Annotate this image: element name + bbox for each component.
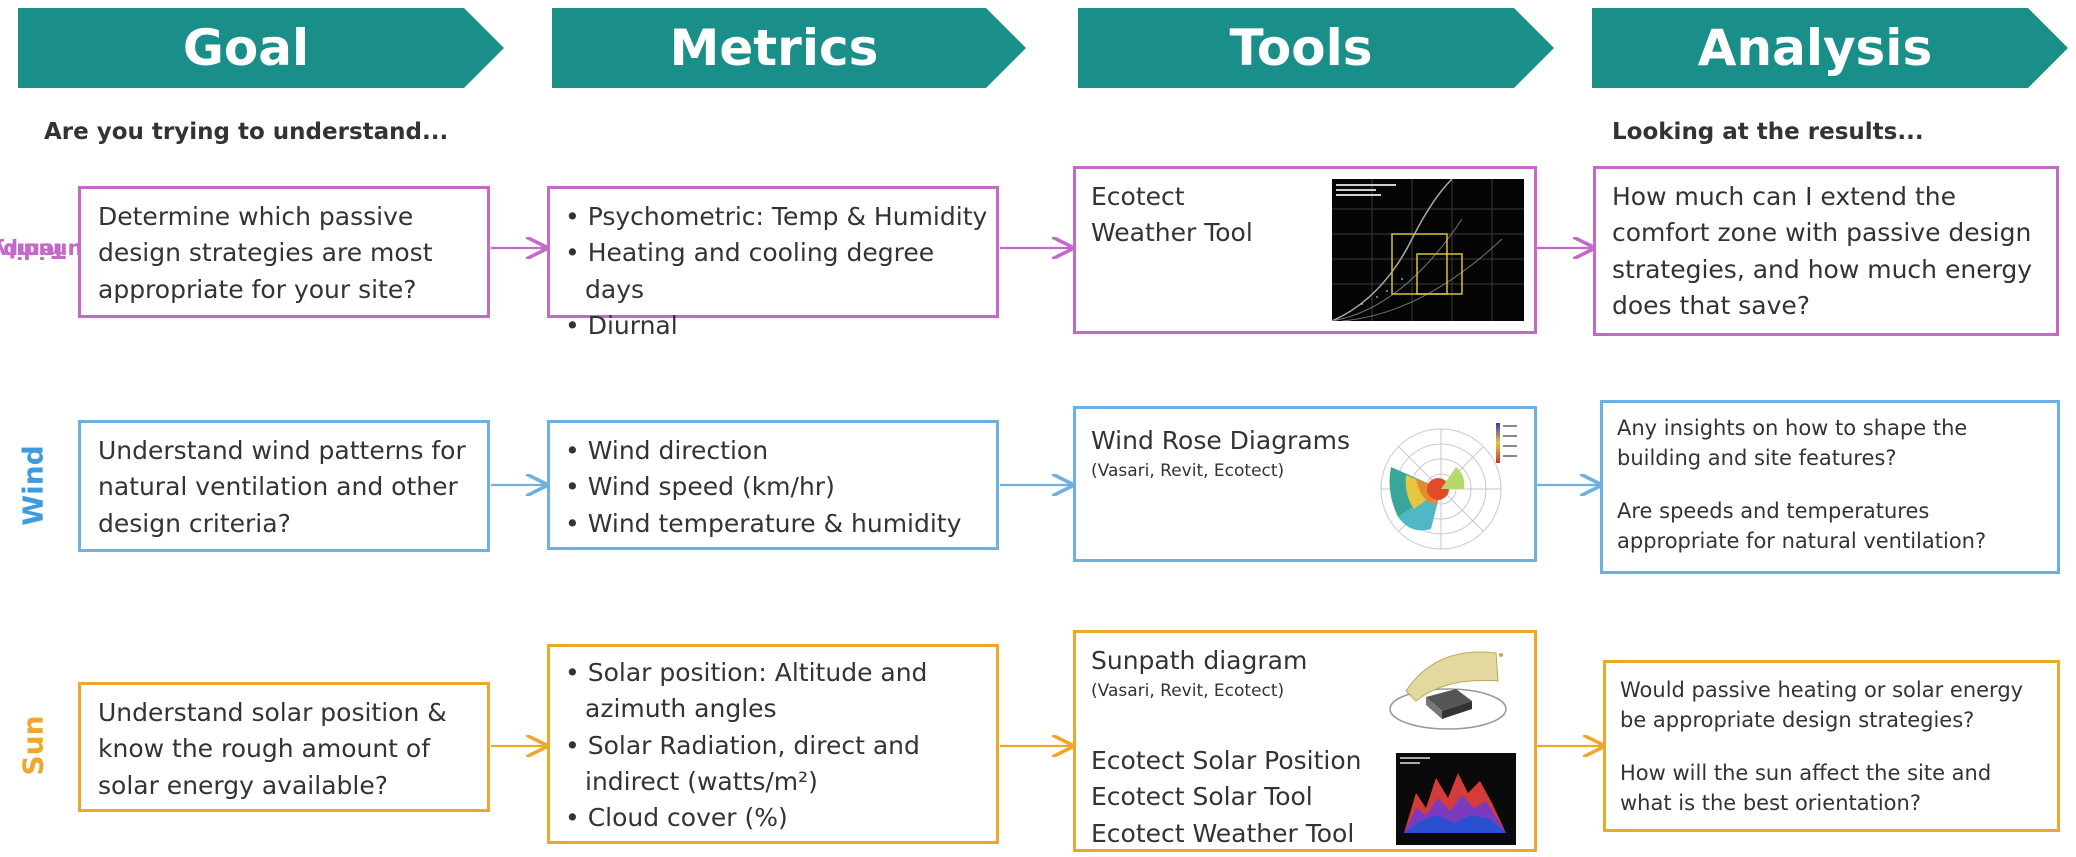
temp-metrics-list: Psychometric: Temp & Humidity Heating an… bbox=[565, 199, 995, 344]
temp-goal-text: Determine which passive design strategie… bbox=[98, 202, 433, 304]
sun-tools-list: Ecotect Solar Position Ecotect Solar Too… bbox=[1091, 743, 1362, 852]
temp-metric-item: Heating and cooling degree days bbox=[565, 235, 995, 308]
wind-tool-title: Wind Rose Diagrams bbox=[1091, 426, 1351, 455]
sun-metric-item: Solar Radiation, direct and indirect (wa… bbox=[565, 728, 985, 801]
wind-tools-text: Wind Rose Diagrams (Vasari, Revit, Ecote… bbox=[1091, 423, 1350, 484]
wind-metric-item: Wind direction bbox=[565, 433, 995, 469]
sun-tool-item: Ecotect Solar Position bbox=[1091, 746, 1362, 775]
wind-metric-item: Wind speed (km/hr) bbox=[565, 469, 995, 505]
sun-metric-item: Cloud cover (%) bbox=[565, 800, 985, 836]
sun-metric-item: Solar position: Altitude and azimuth ang… bbox=[565, 655, 985, 728]
goal-header: Goal bbox=[18, 8, 504, 88]
wind-metric-item: Wind temperature & humidity bbox=[565, 506, 995, 542]
sunpath-diagram-thumbnail bbox=[1389, 651, 1507, 730]
wind-goal-box: Understand wind patterns for natural ven… bbox=[78, 420, 490, 552]
sun-tool-item: Ecotect Weather Tool bbox=[1091, 818, 1355, 848]
wind-rose-thumbnail bbox=[1380, 423, 1517, 550]
sun-analysis-q2: How will the sun affect the site and wha… bbox=[1620, 760, 1992, 816]
sun-tool-software: (Vasari, Revit, Ecotect) bbox=[1091, 681, 1285, 702]
sun-tool-title: Sunpath diagram bbox=[1091, 646, 1308, 675]
row-label-wind: Wind bbox=[8, 440, 58, 530]
temp-metric-item: Diurnal bbox=[565, 308, 995, 344]
wind-metrics-box: Wind direction Wind speed (km/hr) Wind t… bbox=[547, 420, 999, 550]
wind-analysis-q1: Any insights on how to shape the buildin… bbox=[1617, 416, 1968, 471]
wind-analysis-text: Any insights on how to shape the buildin… bbox=[1617, 413, 2047, 557]
wind-goal-text: Understand wind patterns for natural ven… bbox=[98, 436, 466, 538]
sun-goal-text: Understand solar position & know the rou… bbox=[98, 698, 447, 800]
wind-analysis-q2: Are speeds and temperatures appropriate … bbox=[1617, 498, 1987, 554]
wind-analysis-box: Any insights on how to shape the buildin… bbox=[1600, 400, 2060, 574]
sun-tool-item: Ecotect Solar Tool bbox=[1091, 782, 1313, 812]
solar-radiation-chart-thumbnail bbox=[1396, 753, 1516, 845]
sun-analysis-q1: Would passive heating or solar energy be… bbox=[1620, 678, 2024, 733]
temp-tool-ecotect: Ecotect bbox=[1091, 182, 1185, 211]
wind-metrics-list: Wind direction Wind speed (km/hr) Wind t… bbox=[565, 433, 995, 542]
tools-header: Tools bbox=[1078, 8, 1554, 88]
metrics-header: Metrics bbox=[552, 8, 1026, 88]
temp-metrics-box: Psychometric: Temp & Humidity Heating an… bbox=[547, 186, 999, 340]
left-subhead: Are you trying to understand... bbox=[44, 119, 449, 145]
temp-tools-box: Ecotect Weather Tool bbox=[1073, 166, 1537, 334]
analysis-header: Analysis bbox=[1592, 8, 2068, 88]
psychrometric-chart-thumbnail bbox=[1332, 179, 1524, 321]
sun-metrics-list: Solar position: Altitude and azimuth ang… bbox=[565, 655, 985, 836]
temp-metric-item: Psychometric: Temp & Humidity bbox=[565, 199, 995, 235]
row-label-temp: Temp +humidity bbox=[0, 180, 97, 320]
temp-goal-box: Determine which passive design strategie… bbox=[78, 186, 490, 318]
sun-metrics-box: Solar position: Altitude and azimuth ang… bbox=[547, 644, 999, 844]
temp-analysis-box: How much can I extend the comfort zone w… bbox=[1593, 166, 2059, 336]
temp-tool-weather: Weather Tool bbox=[1091, 218, 1253, 248]
sun-tools-box: Sunpath diagram (Vasari, Revit, Ecotect)… bbox=[1073, 630, 1537, 852]
row-label-wind-text: Wind bbox=[16, 444, 50, 526]
sun-goal-box: Understand solar position & know the rou… bbox=[78, 682, 490, 812]
right-subhead: Looking at the results... bbox=[1612, 119, 1924, 145]
wind-tool-software: (Vasari, Revit, Ecotect) bbox=[1091, 461, 1285, 482]
temp-tools-text: Ecotect Weather Tool bbox=[1091, 179, 1253, 252]
sun-tools-header: Sunpath diagram (Vasari, Revit, Ecotect) bbox=[1091, 643, 1307, 704]
row-label-sun: Sun bbox=[8, 700, 58, 790]
temp-analysis-text: How much can I extend the comfort zone w… bbox=[1612, 182, 2033, 320]
sun-analysis-box: Would passive heating or solar energy be… bbox=[1603, 660, 2060, 832]
sun-analysis-text: Would passive heating or solar energy be… bbox=[1620, 675, 2045, 819]
wind-tools-box: Wind Rose Diagrams (Vasari, Revit, Ecote… bbox=[1073, 406, 1537, 562]
row-label-sun-text: Sun bbox=[16, 714, 50, 776]
